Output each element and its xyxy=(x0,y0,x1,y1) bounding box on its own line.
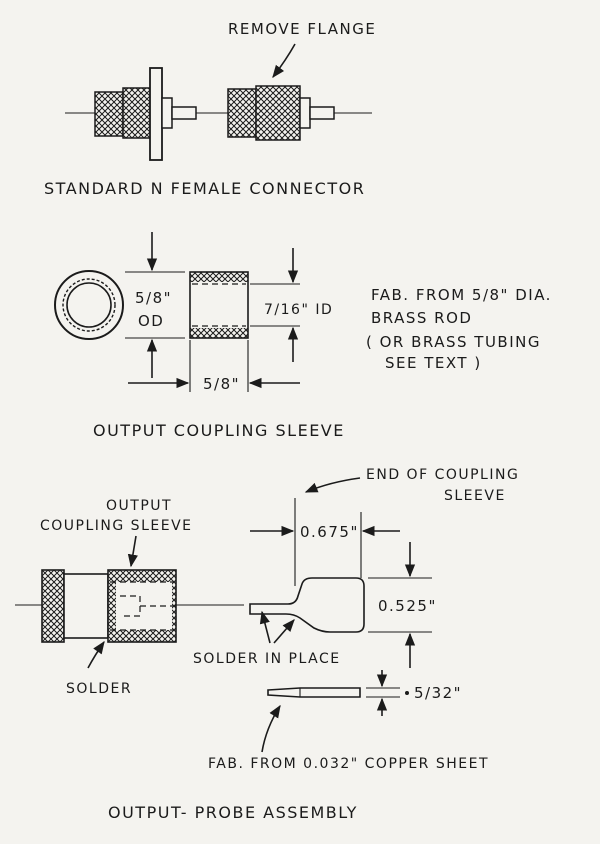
solder-in-place-arrow-2 xyxy=(273,619,295,644)
end-coupling-arrow xyxy=(304,477,361,493)
od-unit: OD xyxy=(138,312,164,330)
standard-connector-section: REMOVE FLANGE STANDARD N FEMALE CONNECTO… xyxy=(44,20,376,198)
od-dimension: 5/8" OD xyxy=(125,232,185,378)
remove-flange-label: REMOVE FLANGE xyxy=(228,20,376,38)
probe-edge-view xyxy=(267,687,361,698)
sleeve-callout-line2: COUPLING SLEEVE xyxy=(40,518,193,534)
alt-note-line2: SEE TEXT ) xyxy=(385,354,482,372)
length-dimension: 5/8" xyxy=(128,340,300,393)
dim-0525: 0.525" xyxy=(368,542,437,668)
solder-label: SOLDER xyxy=(66,681,132,697)
copper-note-arrow xyxy=(261,704,281,753)
probe-plate xyxy=(249,577,365,633)
copper-note: FAB. FROM 0.032" COPPER SHEET xyxy=(208,756,489,772)
dim-0525-label: 0.525" xyxy=(378,597,437,615)
connector-with-flange xyxy=(94,67,197,161)
dim-532-label: 5/32" xyxy=(414,684,462,702)
length-value: 5/8" xyxy=(203,375,240,393)
dim-532: 5/32" xyxy=(366,670,462,716)
dim-0675: 0.675" xyxy=(250,498,400,586)
solder-in-place-arrow-1 xyxy=(259,610,271,644)
assembled-connector xyxy=(15,569,244,643)
coupling-sleeve-caption: OUTPUT COUPLING SLEEVE xyxy=(93,421,345,440)
id-dimension: 7/16" ID xyxy=(250,248,333,362)
sleeve-end-view xyxy=(54,270,124,340)
solder-arrow xyxy=(87,640,105,669)
sleeve-side-view xyxy=(189,271,249,339)
flange xyxy=(149,67,163,161)
coupling-sleeve-section: 5/8" OD 7/16" ID 5/8" FAB. F xyxy=(54,232,552,440)
fab-note-line2: BRASS ROD xyxy=(371,309,472,327)
dim-0675-label: 0.675" xyxy=(300,523,359,541)
probe-assembly-section: OUTPUT COUPLING SLEEVE SOLDER END OF COU… xyxy=(15,467,519,822)
end-coupling-line2: SLEEVE xyxy=(444,488,506,504)
sleeve-callout-arrow xyxy=(127,535,138,568)
solder-in-place-label: SOLDER IN PLACE xyxy=(193,651,341,667)
center-pin xyxy=(171,106,197,120)
id-label: 7/16" ID xyxy=(264,302,333,318)
connector-without-flange xyxy=(227,85,335,141)
standard-connector-caption: STANDARD N FEMALE CONNECTOR xyxy=(44,179,365,198)
sleeve-callout-line1: OUTPUT xyxy=(106,498,172,514)
end-coupling-line1: END OF COUPLING xyxy=(366,467,519,483)
alt-note-line1: ( OR BRASS TUBING xyxy=(366,333,541,351)
fab-note-line1: FAB. FROM 5/8" DIA. xyxy=(371,286,552,304)
od-value: 5/8" xyxy=(135,289,172,307)
remove-flange-arrow xyxy=(272,43,296,79)
probe-assembly-caption: OUTPUT- PROBE ASSEMBLY xyxy=(108,803,358,822)
